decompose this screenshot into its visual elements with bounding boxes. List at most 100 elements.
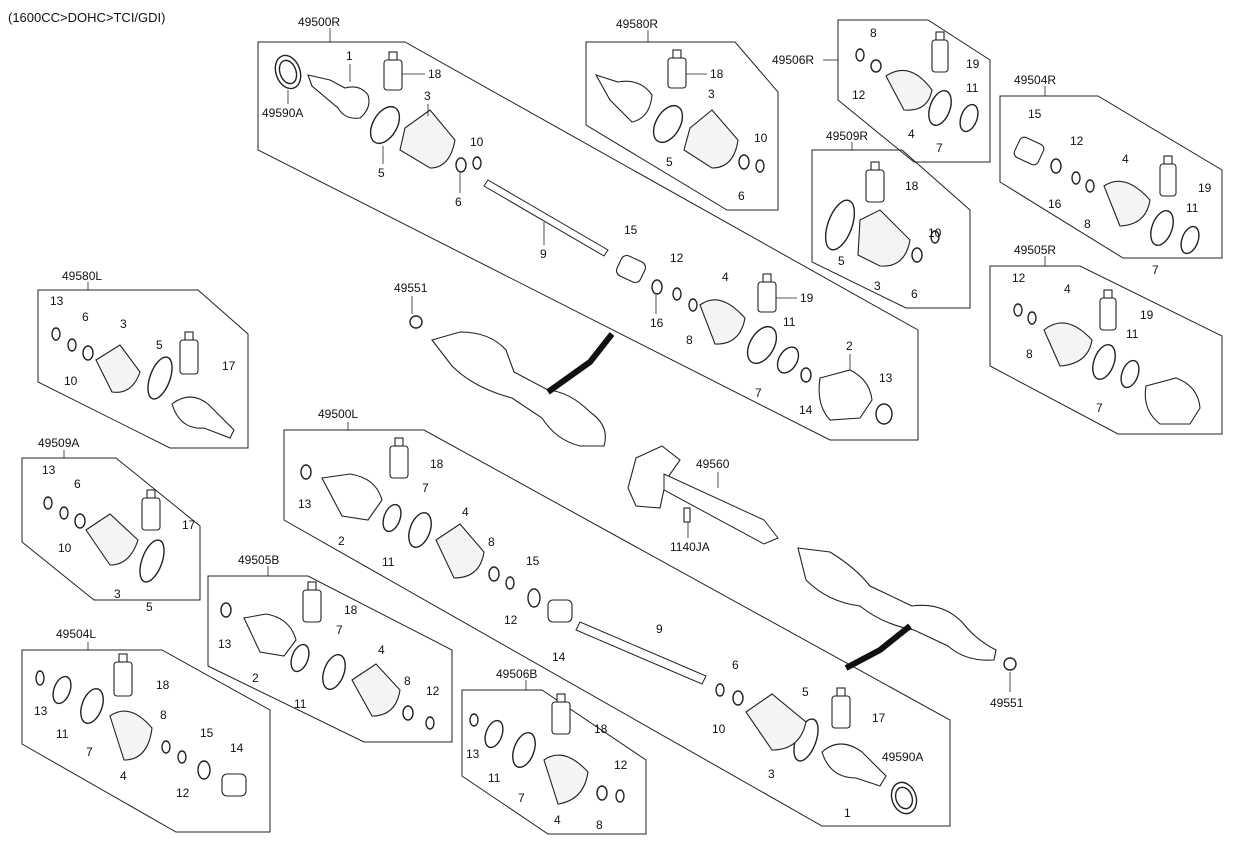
grease-tube	[757, 281, 777, 313]
part-label: 7	[1096, 401, 1103, 415]
part-label: 4	[1064, 282, 1071, 296]
part-label: 12	[504, 613, 518, 627]
assembly-49500R[interactable]: 49500R 49590A 1 18 3 5 10 6 9 15	[257, 15, 919, 441]
part-label: 3	[424, 89, 431, 103]
grease-tube	[389, 445, 409, 479]
part-label: 11	[1186, 201, 1199, 215]
grease-tube	[141, 497, 161, 531]
boot	[85, 513, 139, 566]
assembly-box	[21, 649, 271, 833]
assembly-box	[989, 265, 1223, 435]
assembled-left-shaft: 49551	[797, 547, 1024, 710]
assembly-box	[283, 429, 951, 827]
assembly-code: 49509R	[826, 129, 868, 143]
assembly-49505B[interactable]: 49505B 18 13 7 4 2 8 12 11	[207, 553, 453, 743]
part-label: 11	[783, 315, 796, 329]
part-label: 6	[732, 658, 739, 672]
part-label: 8	[596, 818, 603, 832]
inner-cv-joint	[243, 613, 297, 657]
part-label: 8	[870, 26, 877, 40]
part-label: 18	[594, 722, 608, 736]
boot	[109, 710, 153, 761]
boot	[745, 693, 807, 751]
part-label: 1	[844, 806, 851, 820]
part-label: 2	[338, 534, 345, 548]
part-label: 16	[1048, 197, 1062, 211]
inner-cv-joint	[321, 473, 383, 521]
part-label: 10	[58, 541, 72, 555]
part-label: 6	[738, 189, 745, 203]
part-label: 11	[294, 697, 307, 711]
part-label: 7	[755, 386, 762, 400]
assembly-49509A[interactable]: 49509A 13 6 17 10 3 5	[21, 436, 201, 614]
grease-tube	[179, 339, 199, 375]
part-label: 12	[670, 251, 684, 265]
assembly-49580R[interactable]: 49580R 18 3 5 10 6	[585, 17, 779, 211]
part-label: 19	[800, 291, 814, 305]
drive-shaft	[575, 621, 707, 685]
dynamic-damper	[615, 254, 647, 284]
part-label: 5	[378, 166, 385, 180]
clamp-ring	[369, 105, 401, 145]
grease-tube	[383, 59, 403, 91]
part-label: 1	[346, 49, 353, 63]
part-label: 17	[222, 359, 236, 373]
part-label: 7	[518, 791, 525, 805]
assembly-box	[837, 19, 991, 163]
center-bearing-bracket: 49560 1140JA	[627, 445, 779, 554]
boot	[1103, 180, 1151, 227]
part-label: 4	[722, 270, 729, 284]
inner-cv-joint	[1144, 377, 1201, 425]
part-label: 7	[422, 481, 429, 495]
part-label: 12	[852, 88, 866, 102]
assembly-box	[21, 457, 201, 601]
part-label: 18	[428, 67, 442, 81]
part-label: 5	[156, 338, 163, 352]
bolt-label: 1140JA	[670, 540, 710, 554]
assembly-49580L[interactable]: 49580L 13 6 3 5 17 10	[37, 269, 249, 449]
ring-part	[274, 54, 302, 90]
assembly-49509R[interactable]: 49509R 18 10 5 3 6	[811, 129, 971, 309]
part-label: 14	[799, 403, 813, 417]
assembly-49500L[interactable]: 49500L 18 13 7 4 2 11 8 15 12 14 9 6 5 1…	[283, 407, 951, 827]
boot	[699, 299, 746, 345]
assembly-code: 49500L	[318, 407, 358, 421]
part-label: 18	[344, 603, 358, 617]
inner-cv-joint	[818, 369, 873, 421]
boot	[543, 754, 589, 805]
part-label: 3	[874, 279, 881, 293]
assembly-box	[585, 41, 779, 211]
assembly-49505R[interactable]: 49505R 12 4 19 8 11 7	[989, 243, 1223, 435]
part-label: 9	[656, 622, 663, 636]
part-label: 11	[56, 727, 69, 741]
assembly-49504L[interactable]: 49504L 13 18 11 7 8 15 14 4 12	[21, 627, 271, 833]
part-label: 13	[42, 463, 56, 477]
boot	[95, 344, 141, 393]
assembly-49506B[interactable]: 49506B 18 13 12 11 7 4 8	[461, 667, 647, 835]
part-label: 49590A	[262, 106, 303, 120]
part-label: 15	[526, 554, 540, 568]
part-label: 4	[908, 127, 915, 141]
boot	[399, 109, 456, 169]
part-label: 4	[378, 643, 385, 657]
part-label: 49590A	[882, 750, 923, 764]
part-label: 5	[838, 254, 845, 268]
part-label: 19	[1140, 308, 1154, 322]
assembly-box	[999, 95, 1223, 259]
part-label: 13	[34, 704, 48, 718]
part-label: 17	[182, 518, 196, 532]
part-label: 19	[1198, 181, 1212, 195]
part-label: 12	[426, 684, 440, 698]
assembly-49506R[interactable]: 49506R 8 19 12 4 11 7	[772, 19, 991, 163]
assembly-49504R[interactable]: 49504R 15 12 4 19 16 8 11 7	[999, 73, 1223, 277]
part-label: 19	[966, 57, 980, 71]
part-label: 5	[802, 685, 809, 699]
dynamic-damper	[221, 773, 247, 797]
grease-tube	[667, 57, 687, 89]
part-label: 5	[146, 600, 153, 614]
assembled-right-shaft: 49551	[394, 281, 615, 447]
part-label: 13	[50, 294, 64, 308]
part-label: 18	[710, 67, 724, 81]
part-label: 10	[928, 226, 942, 240]
assembly-code: 49505B	[238, 553, 279, 567]
